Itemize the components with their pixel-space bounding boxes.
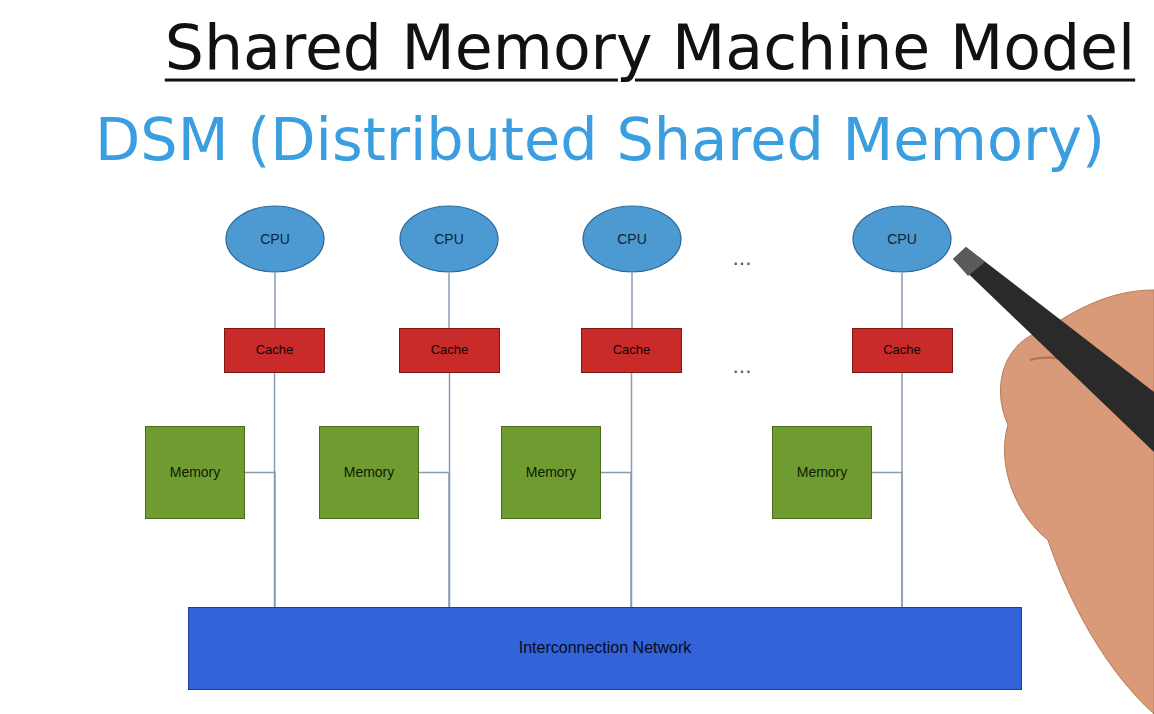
connector-line	[245, 473, 275, 608]
connector-line	[419, 473, 449, 608]
node-label: CPU	[617, 231, 647, 247]
node-label: Memory	[797, 464, 848, 480]
subtitle-text: DSM (Distributed Shared Memory)	[95, 106, 1105, 174]
network-bar: Interconnection Network	[188, 607, 1022, 690]
connector-line	[901, 273, 903, 328]
node-label: Cache	[883, 343, 921, 358]
cpu-node: CPU	[399, 205, 499, 273]
connector-line	[872, 473, 902, 608]
memory-box: Memory	[145, 426, 245, 519]
connector-line	[631, 273, 633, 328]
connector-line	[448, 273, 450, 328]
node-label: Cache	[256, 343, 294, 358]
memory-box: Memory	[772, 426, 872, 519]
ellipsis-dots: ...	[732, 247, 751, 270]
cache-box: Cache	[581, 328, 682, 373]
node-label: CPU	[887, 231, 917, 247]
cpu-node: CPU	[582, 205, 682, 273]
memory-box: Memory	[501, 426, 601, 519]
node-label: Memory	[344, 464, 395, 480]
connector-line	[274, 273, 276, 328]
connector-line	[601, 473, 631, 608]
pen-tip	[953, 247, 985, 276]
node-label: Memory	[170, 464, 221, 480]
cache-box: Cache	[852, 328, 953, 373]
node-label: Memory	[526, 464, 577, 480]
cache-box: Cache	[399, 328, 500, 373]
node-label: CPU	[434, 231, 464, 247]
cpu-node: CPU	[852, 205, 952, 273]
node-label: Cache	[613, 343, 651, 358]
ellipse-shape	[400, 206, 498, 272]
title-text: Shared Memory Machine Model	[165, 13, 1135, 84]
memory-box: Memory	[319, 426, 419, 519]
ellipsis-dots: ...	[732, 355, 751, 378]
node-label: Interconnection Network	[519, 639, 692, 657]
cache-box: Cache	[224, 328, 325, 373]
node-label: Cache	[431, 343, 469, 358]
cpu-node: CPU	[225, 205, 325, 273]
ellipse-shape	[226, 206, 324, 272]
ellipse-shape	[583, 206, 681, 272]
pen-body	[953, 247, 1154, 452]
node-label: CPU	[260, 231, 290, 247]
ellipse-shape	[853, 206, 951, 272]
